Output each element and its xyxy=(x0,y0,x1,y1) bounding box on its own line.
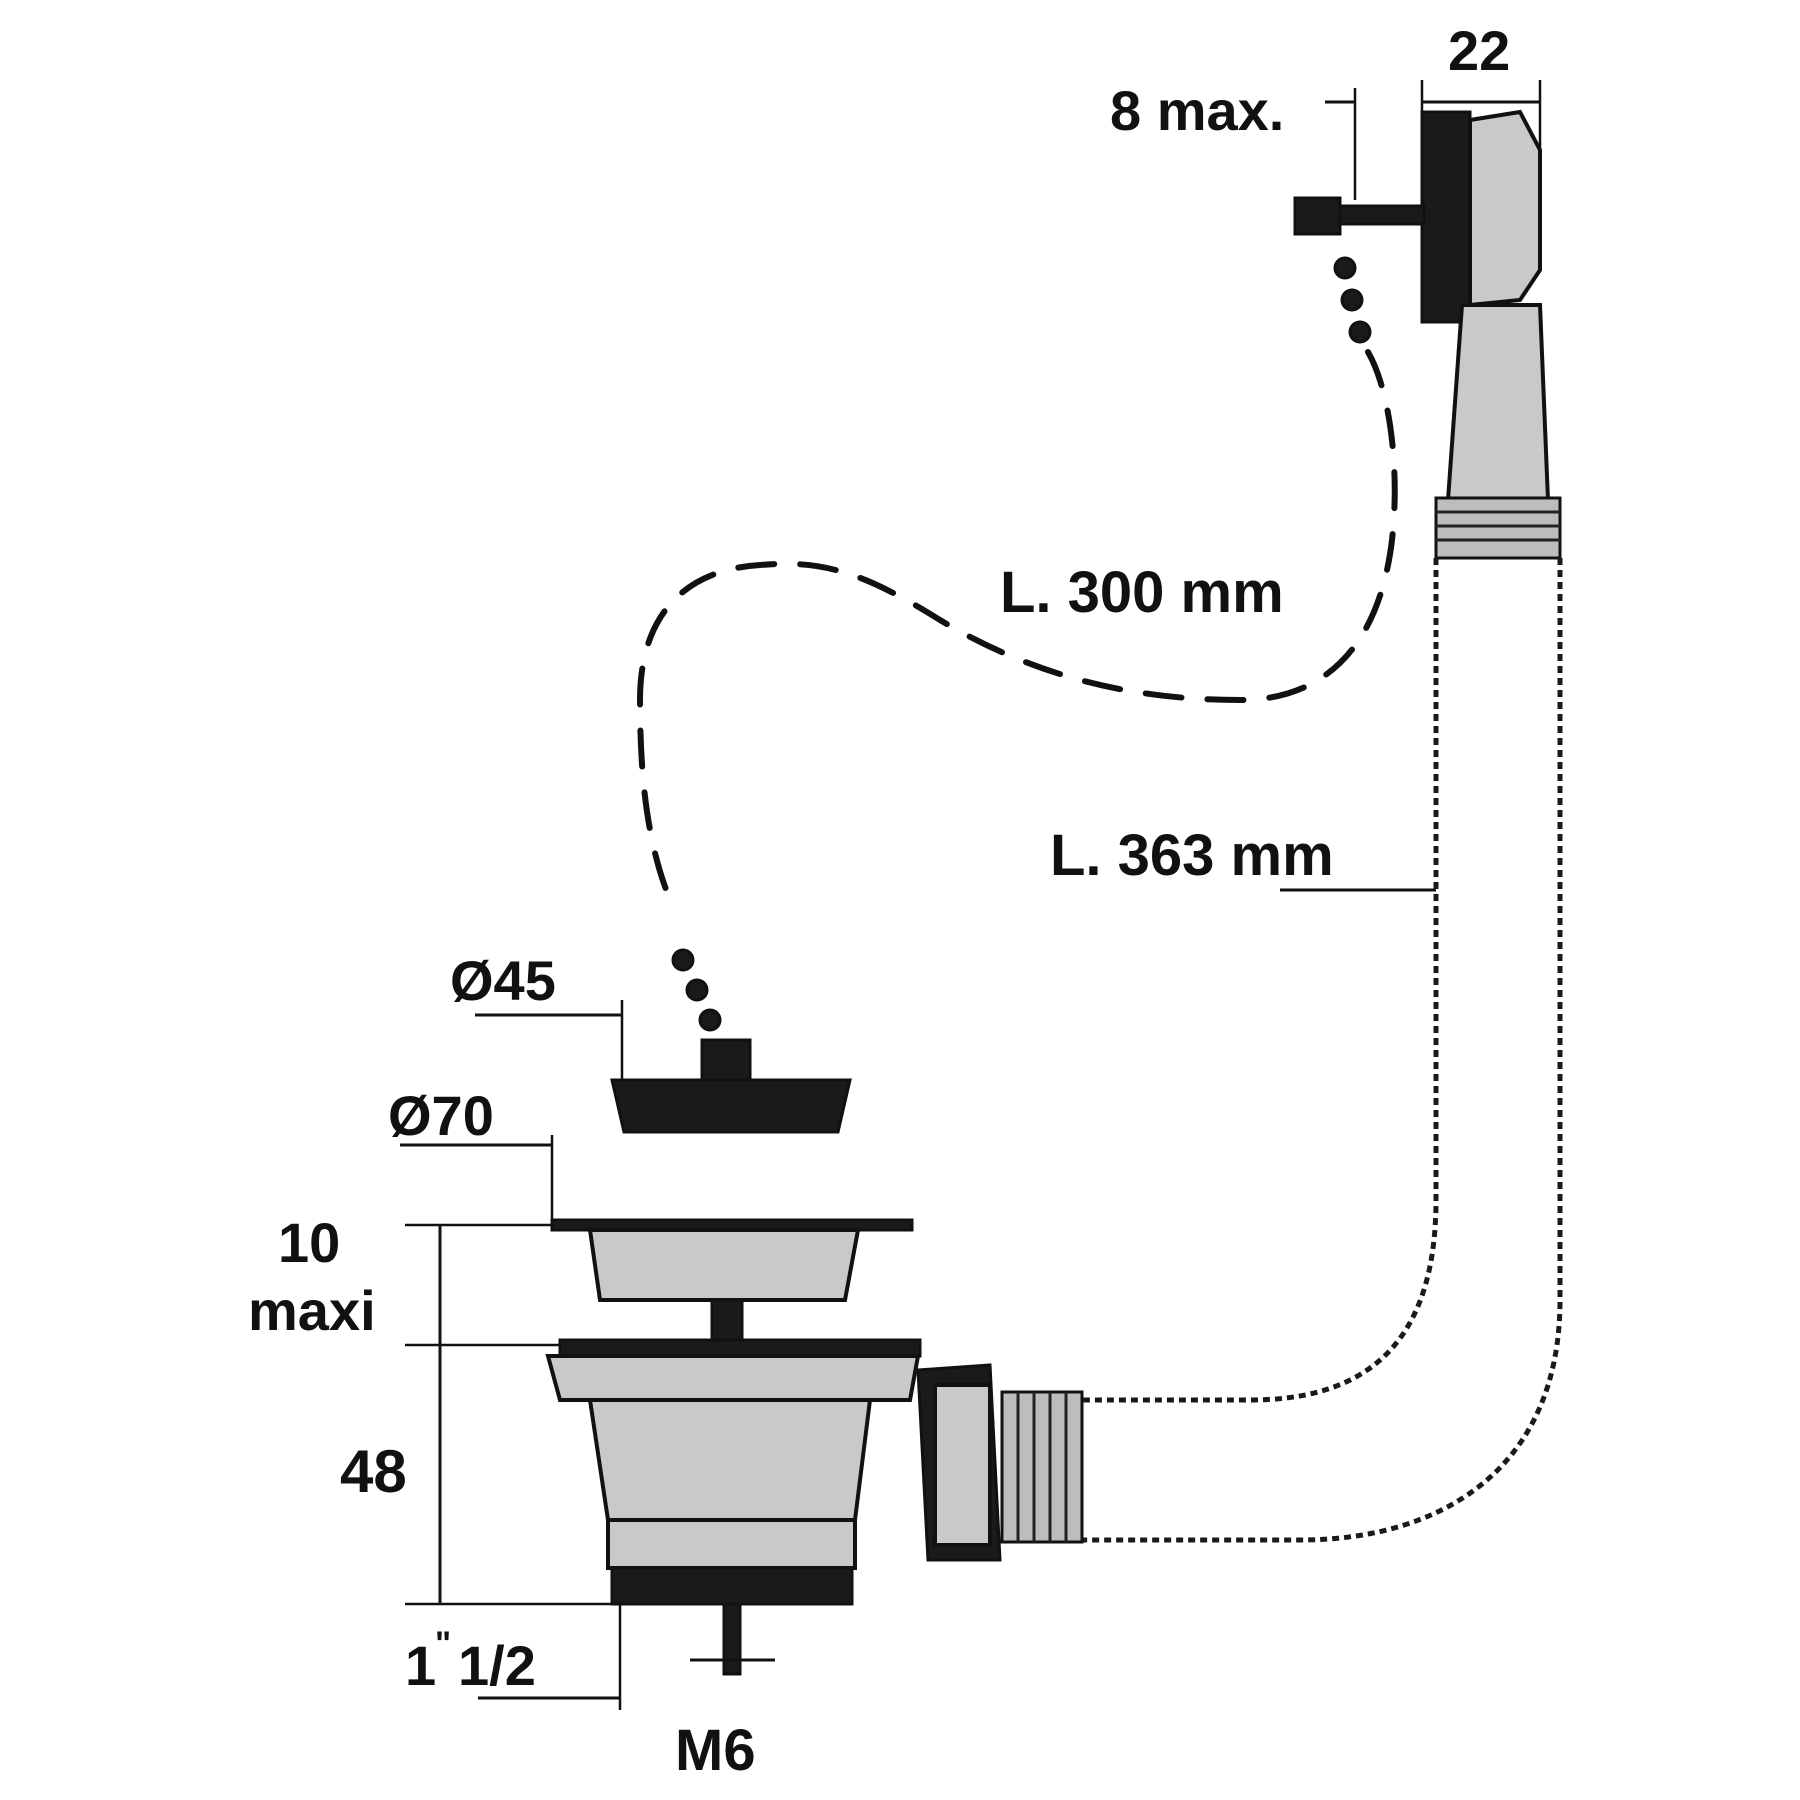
body-upper xyxy=(545,1354,921,1402)
sink-line-plate xyxy=(558,1338,922,1358)
body-cone xyxy=(587,1398,873,1522)
overflow-screw xyxy=(1338,204,1426,226)
hose-collar-bottom xyxy=(1000,1390,1084,1544)
dimension-22-label: 22 xyxy=(1448,19,1510,82)
overflow-faceplate xyxy=(1420,110,1472,324)
overflow-nut xyxy=(1293,196,1342,236)
chain-link xyxy=(1348,320,1372,344)
plug-stem xyxy=(700,1038,752,1082)
hose-length-label: L. 363 mm xyxy=(1050,823,1334,888)
dimension-22: 22 xyxy=(1420,19,1542,150)
strainer-basket xyxy=(550,1218,914,1342)
chain-link xyxy=(685,978,709,1002)
hose-length-callout: L. 363 mm xyxy=(1050,823,1436,892)
hose-collar-top xyxy=(1434,496,1562,560)
overflow-assembly xyxy=(1293,109,1551,502)
outlet-thread-main: 1 xyxy=(405,1634,436,1697)
dimension-outlet-thread: 1 " 1/2 xyxy=(405,1604,622,1710)
chain-link xyxy=(671,948,695,972)
dimension-d45: Ø45 xyxy=(450,949,624,1080)
plug-body xyxy=(610,1078,852,1134)
plug-diameter-label: Ø45 xyxy=(450,949,556,1012)
hose-edge-inner xyxy=(1082,558,1439,1403)
bolt-thread-label: M6 xyxy=(675,1718,756,1783)
plug xyxy=(610,948,852,1134)
chain-length-label: L. 300 mm xyxy=(1000,560,1284,625)
dimension-10-maxi: 10 maxi xyxy=(248,1211,560,1347)
outlet-thread-sup: " xyxy=(435,1625,451,1663)
chain-link xyxy=(1333,256,1357,280)
basket-body xyxy=(587,1228,861,1302)
side-union-inner xyxy=(933,1383,992,1547)
hose-edge-outer xyxy=(1082,558,1563,1543)
flange-thickness-unit: maxi xyxy=(248,1279,376,1342)
dimension-48: 48 xyxy=(340,1345,612,1606)
chain-path xyxy=(636,349,1398,903)
body-nut xyxy=(610,1566,854,1606)
flange-thickness-value: 10 xyxy=(278,1211,340,1274)
bolt xyxy=(722,1602,742,1676)
flange-diameter-label: Ø70 xyxy=(388,1084,494,1147)
basket-stem xyxy=(710,1298,744,1342)
overflow-spigot xyxy=(1445,303,1551,502)
dimension-d70: Ø70 xyxy=(388,1084,554,1225)
body-lower xyxy=(606,1518,857,1570)
dimension-8-max-label: 8 max. xyxy=(1110,79,1284,142)
overflow-housing xyxy=(1468,109,1542,308)
overflow-hose xyxy=(1000,496,1563,1544)
body-height-label: 48 xyxy=(340,1438,407,1505)
chain-link xyxy=(1340,288,1364,312)
chain-link xyxy=(698,1008,722,1032)
outlet-thread-frac: 1/2 xyxy=(458,1634,536,1697)
waste-body xyxy=(545,1338,1002,1676)
dimension-8-max: 8 max. xyxy=(1110,79,1357,200)
